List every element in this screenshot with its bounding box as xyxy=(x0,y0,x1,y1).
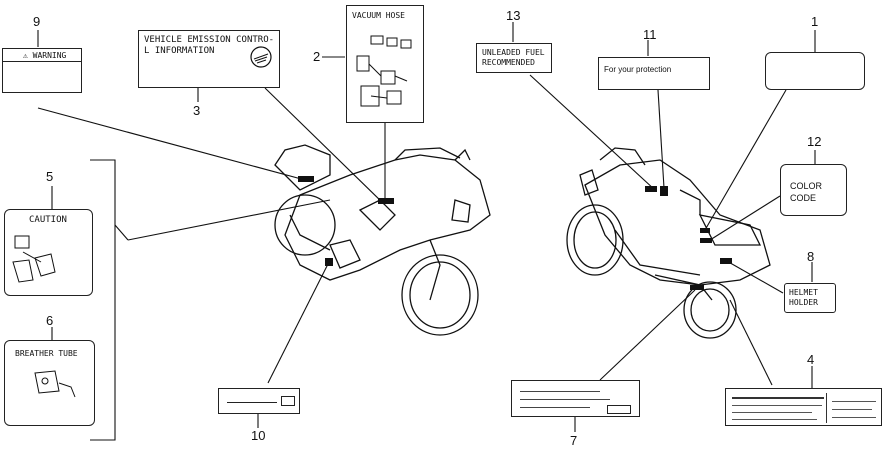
protection-label: For your protection xyxy=(598,57,710,90)
wing-logo-icon xyxy=(250,46,272,68)
label-1 xyxy=(765,52,865,90)
callout-2: 2 xyxy=(313,49,321,64)
emission-text-line1: VEHICLE EMISSION CONTRO- xyxy=(144,35,275,45)
callout-13: 13 xyxy=(506,8,521,23)
warning-label: ⚠ WARNING xyxy=(2,48,82,93)
label-markers xyxy=(298,176,732,290)
callout-6: 6 xyxy=(46,313,54,328)
callout-9: 9 xyxy=(33,14,41,29)
caution-text: CAUTION xyxy=(29,215,67,225)
color-code-line1: COLOR xyxy=(790,181,823,191)
breather-tube-text: BREATHER TUBE xyxy=(15,349,78,358)
vacuum-hose-schematic-icon xyxy=(356,35,412,107)
color-code-line2: CODE xyxy=(790,193,817,203)
callout-5: 5 xyxy=(46,169,54,184)
motorcycle-left xyxy=(274,144,491,336)
helmet-holder-label: HELMET HOLDER xyxy=(784,283,836,313)
breather-tube-illustration-icon xyxy=(34,370,76,398)
label-4 xyxy=(725,388,882,426)
motorcycle-right xyxy=(566,147,771,339)
callout-10: 10 xyxy=(251,428,266,443)
callout-12: 12 xyxy=(807,134,822,149)
emission-control-label: VEHICLE EMISSION CONTRO- L INFORMATION xyxy=(138,30,280,88)
breather-tube-label: BREATHER TUBE xyxy=(4,340,95,426)
warning-text: ⚠ WARNING xyxy=(23,51,67,60)
label-10 xyxy=(218,388,300,414)
callout-1: 1 xyxy=(811,14,819,29)
protection-text: For your protection xyxy=(604,65,672,74)
emission-text-line2: L INFORMATION xyxy=(144,46,215,56)
callout-8: 8 xyxy=(807,249,815,264)
callout-3: 3 xyxy=(193,103,201,118)
callout-7: 7 xyxy=(570,433,578,448)
vacuum-hose-label: VACUUM HOSE xyxy=(346,5,424,123)
helmet-text-line1: HELMET xyxy=(789,288,818,297)
unleaded-text-line1: UNLEADED FUEL xyxy=(482,48,545,57)
caution-label: CAUTION xyxy=(4,209,93,296)
vacuum-hose-text: VACUUM HOSE xyxy=(352,11,405,20)
unleaded-text-line2: RECOMMENDED xyxy=(482,58,535,67)
callout-11: 11 xyxy=(643,27,657,42)
label-7 xyxy=(511,380,640,417)
unleaded-fuel-label: UNLEADED FUEL RECOMMENDED xyxy=(476,43,552,73)
helmet-text-line2: HOLDER xyxy=(789,298,818,307)
caution-illustration-icon xyxy=(12,235,56,283)
color-code-label: COLOR CODE xyxy=(780,164,847,216)
callout-4: 4 xyxy=(807,352,815,367)
